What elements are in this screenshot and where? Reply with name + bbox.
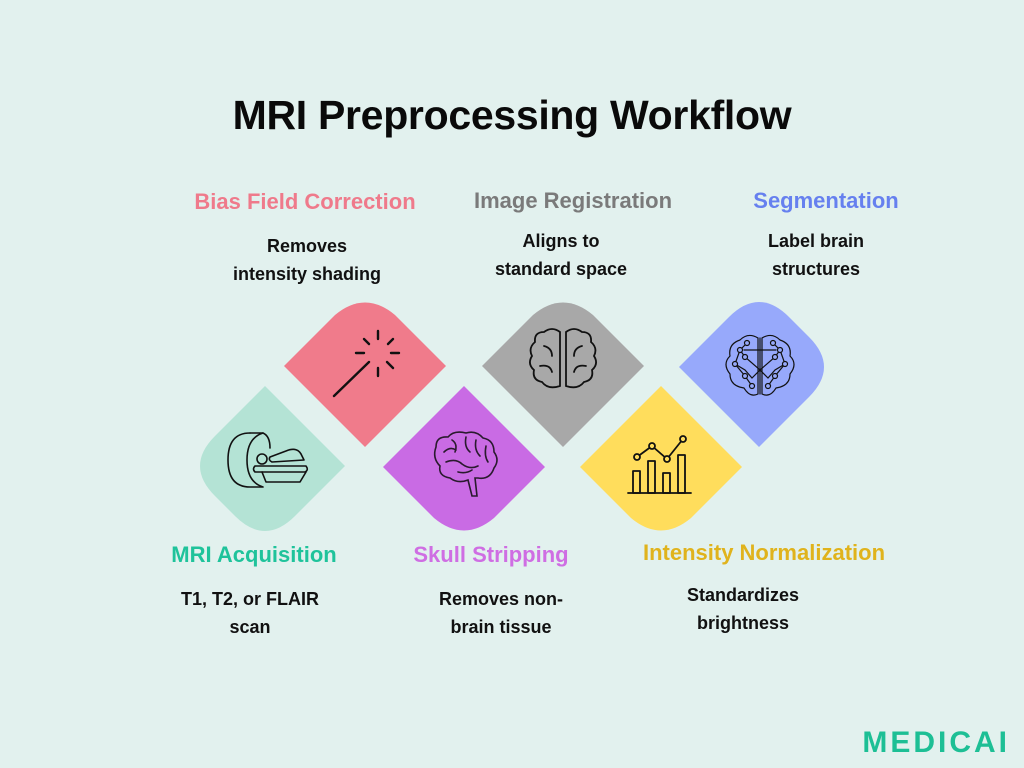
step-shape-image-registration <box>482 302 644 447</box>
shape-segmentation <box>679 302 824 447</box>
step-desc-bias-field-correction: Removes intensity shading <box>232 236 382 284</box>
mri-scanner-icon <box>227 432 309 488</box>
step-desc-skull-stripping: Removes non- brain tissue <box>438 589 564 637</box>
magic-wand-icon <box>332 329 401 398</box>
step-shape-segmentation <box>679 302 824 447</box>
step-shape-intensity-normalization <box>580 386 742 531</box>
bar-chart-icon <box>627 435 692 494</box>
step-desc-image-registration: Aligns to standard space <box>494 231 628 279</box>
brain-top-icon <box>529 328 597 389</box>
shape-intensity-normalization <box>580 386 742 531</box>
step-desc-intensity-normalization: Standardizes brightness <box>686 585 800 633</box>
shape-image-registration <box>482 302 644 447</box>
step-desc-segmentation: Label brain structures <box>767 231 865 279</box>
shape-mri-acquisition <box>200 386 345 531</box>
step-title-segmentation: Segmentation <box>753 188 899 213</box>
step-desc-mri-acquisition: T1, T2, or FLAIR scan <box>180 589 320 637</box>
shape-skull-stripping <box>383 386 545 531</box>
step-shape-skull-stripping <box>383 386 545 531</box>
medicai-logo: MEDICAI <box>862 726 1010 759</box>
page-title: MRI Preprocessing Workflow <box>232 92 792 138</box>
brain-side-icon <box>433 431 498 497</box>
neural-brain-icon <box>725 334 795 396</box>
step-title-image-registration: Image Registration <box>473 188 673 213</box>
step-title-bias-field-correction: Bias Field Correction <box>194 189 416 214</box>
shape-bias-field-correction <box>284 302 446 447</box>
step-title-intensity-normalization: Intensity Normalization <box>642 540 886 565</box>
step-shape-mri-acquisition <box>200 386 345 531</box>
step-title-skull-stripping: Skull Stripping <box>413 542 569 567</box>
step-shape-bias-field-correction <box>284 302 446 447</box>
step-title-mri-acquisition: MRI Acquisition <box>171 542 337 567</box>
